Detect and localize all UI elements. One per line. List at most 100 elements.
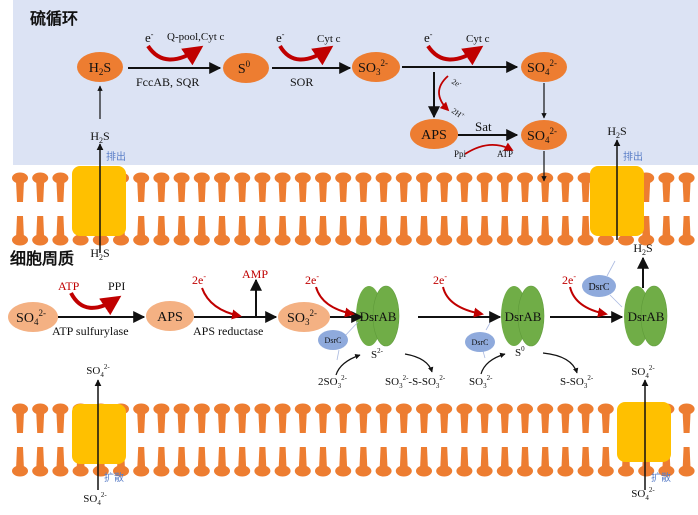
label-2e-4: 2e-	[562, 272, 576, 287]
lipid	[496, 403, 513, 477]
lipid	[153, 403, 170, 477]
lipid	[456, 403, 473, 477]
node-so4-top-a-label: SO42-	[527, 58, 557, 77]
lipid	[173, 403, 190, 477]
lipid	[375, 403, 392, 477]
node-so4-top-a	[521, 52, 567, 82]
label-diffusion-left: 扩散	[104, 471, 124, 484]
node-so3-top-label: SO32-	[358, 58, 388, 77]
label-so4-uptake-left-bottom: SO42-	[83, 491, 107, 507]
label-ppi-top: Ppi	[454, 149, 467, 159]
lipid	[12, 172, 28, 246]
node-aps-top-label: APS	[421, 128, 447, 143]
lipid	[436, 403, 453, 477]
electron-arrow-so3-oxidation	[426, 44, 484, 66]
label-2so3: 2SO32-	[318, 374, 348, 390]
label-h2s-import-left: H2S	[90, 246, 109, 262]
sulfur-cycle-title: 硫循环	[30, 9, 78, 28]
svg-text:DsrC: DsrC	[472, 338, 489, 347]
lipid	[597, 403, 614, 477]
lipid	[214, 172, 230, 246]
lipid	[436, 172, 453, 246]
lipid	[517, 403, 533, 477]
lipid	[234, 403, 251, 477]
electron-arrow-sor	[278, 44, 334, 66]
label-so3-input: SO32-	[469, 374, 493, 390]
dsrab-label-2: DsrAB	[505, 309, 542, 324]
dsrc-2: DsrC	[465, 332, 495, 352]
lipid	[315, 172, 331, 246]
label-sor: SOR	[290, 75, 313, 89]
node-so4-bottom	[8, 302, 58, 332]
lipid	[254, 172, 271, 246]
sulfur-cycle-panel	[13, 0, 698, 165]
label-so4-uptake-left-top: SO42-	[86, 363, 110, 379]
arrow-so3-into-dsrab2	[480, 352, 506, 375]
lipid	[476, 172, 493, 246]
label-qpool-cytc: Q-pool,Cyt c	[167, 31, 225, 43]
label-amp: AMP	[242, 267, 268, 281]
lipid	[335, 172, 352, 246]
node-aps-bottom	[146, 301, 194, 331]
node-h2s	[77, 52, 123, 82]
lipid	[355, 403, 372, 477]
lipid	[274, 403, 291, 477]
dsrab-label-3: DsrAB	[628, 309, 665, 324]
lipid	[32, 172, 49, 246]
lipid	[395, 172, 412, 246]
lipid	[577, 403, 594, 477]
ppi-atp-arrow	[464, 142, 514, 155]
lipid	[557, 403, 574, 477]
label-h2s-product: H2S	[633, 241, 652, 257]
lipid	[517, 172, 533, 246]
lipid	[496, 172, 513, 246]
dsrc-3: DsrC	[582, 275, 616, 297]
label-s2-minus: S2-	[371, 347, 384, 361]
label-aps-reductase: APS reductase	[193, 324, 263, 338]
node-aps-top	[410, 119, 458, 149]
lipid	[537, 172, 554, 246]
label-ppi-bottom: PPI	[108, 279, 125, 293]
label-diffusion-right: 扩散	[651, 471, 671, 484]
electron-arrow-atp-sulfurylase	[69, 291, 122, 316]
arrow-2so3-into-dsrab1	[335, 354, 361, 376]
lipid	[658, 172, 675, 246]
lipid	[557, 172, 574, 246]
label-thiosulfate: S-SO32-	[560, 374, 594, 390]
electron-arrow-aps-formation	[438, 75, 450, 112]
lipid	[52, 403, 69, 477]
transporter-h2s-export-left	[72, 166, 126, 236]
label-sat: Sat	[475, 119, 492, 134]
label-trithionate: SO32--S-SO32-	[385, 374, 446, 390]
label-export-right: 排出	[623, 150, 643, 163]
lipid	[133, 403, 150, 477]
label-2e-1: 2e-	[192, 272, 206, 287]
lipid	[12, 403, 28, 477]
label-e-2: e-	[276, 30, 285, 45]
label-e-1: e-	[145, 30, 154, 45]
label-s0-bottom: S0	[515, 345, 525, 359]
periplasm-title: 细胞周质	[10, 249, 74, 268]
node-so3-bottom	[278, 302, 330, 332]
lipid	[193, 403, 210, 477]
lipid	[335, 403, 352, 477]
label-h2s-export-right: H2S	[607, 124, 626, 140]
node-s0-label: S0	[238, 59, 251, 77]
node-h2s-label: H2S	[89, 61, 111, 77]
dsrab-label-1: DsrAB	[360, 309, 397, 324]
label-export-left: 排出	[106, 150, 126, 163]
lipid	[193, 172, 210, 246]
electron-arrow-dsrab3	[569, 286, 608, 318]
label-h2s-export-left: H2S	[90, 129, 109, 145]
lipid	[395, 403, 412, 477]
lipid	[537, 403, 554, 477]
label-so4-uptake-right-bottom: SO42-	[631, 486, 655, 502]
lipid	[476, 403, 493, 477]
label-fccab-sqr: FccAB, SQR	[136, 75, 199, 89]
svg-text:DsrC: DsrC	[325, 336, 342, 345]
label-atp-sulfurylase: ATP sulfurylase	[52, 324, 129, 338]
lipid	[173, 172, 190, 246]
label-2e-3: 2e-	[433, 272, 447, 287]
